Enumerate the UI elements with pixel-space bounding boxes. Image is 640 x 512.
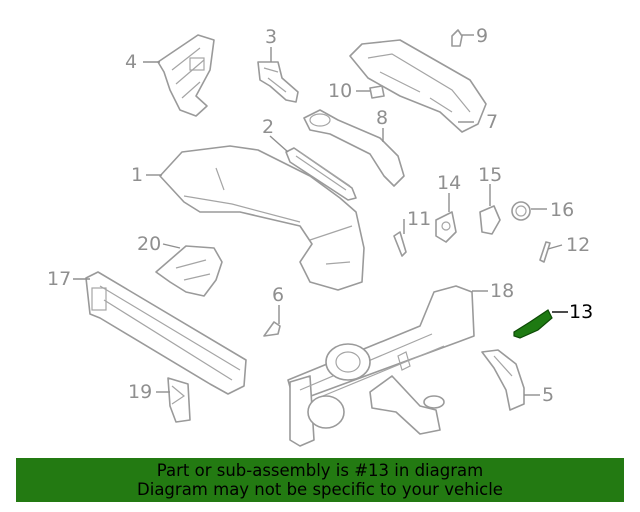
part-17: [85, 271, 247, 395]
part-19: [167, 377, 191, 423]
part-10: [369, 85, 385, 99]
label-6: 6: [272, 284, 284, 306]
part-6: [263, 321, 281, 337]
label-14: 14: [437, 172, 461, 194]
part-5: [481, 349, 525, 411]
label-4: 4: [125, 51, 137, 73]
label-20: 20: [137, 233, 161, 255]
leader-lines: [73, 34, 568, 396]
part-7: [349, 39, 487, 133]
banner-line-1: Part or sub-assembly is #13 in diagram: [156, 461, 484, 480]
label-7: 7: [486, 111, 498, 133]
label-5: 5: [542, 384, 554, 406]
label-16: 16: [550, 199, 574, 221]
part-16: [511, 201, 531, 221]
label-11: 11: [407, 208, 431, 230]
part-18: [287, 285, 475, 447]
part-3: [257, 61, 299, 103]
label-3: 3: [265, 26, 277, 48]
part-8: [303, 109, 405, 187]
label-15: 15: [478, 164, 502, 186]
part-15: [479, 205, 501, 235]
label-12: 12: [566, 234, 590, 256]
banner-line-2: Diagram may not be specific to your vehi…: [137, 480, 503, 499]
label-19: 19: [128, 381, 152, 403]
part-14: [435, 211, 457, 243]
part-11: [393, 231, 407, 257]
label-8: 8: [376, 107, 388, 129]
label-2: 2: [262, 116, 274, 138]
label-9: 9: [476, 25, 488, 47]
parts-diagram: 4 3 9 10 7 8 2 1 14 15 16 11 12 20 17 6 …: [47, 25, 593, 447]
label-10: 10: [328, 80, 352, 102]
label-17: 17: [47, 268, 71, 290]
part-2: [285, 147, 357, 201]
callout-labels: 4 3 9 10 7 8 2 1 14 15 16 11 12 20 17 6 …: [47, 25, 593, 406]
part-20: [155, 245, 223, 297]
info-banner: Part or sub-assembly is #13 in diagram D…: [16, 458, 624, 502]
label-18: 18: [490, 280, 514, 302]
part-1: [159, 145, 365, 291]
label-13: 13: [569, 301, 593, 323]
label-1: 1: [131, 164, 143, 186]
part-13: [513, 309, 553, 339]
part-12: [539, 241, 551, 263]
part-9: [451, 29, 463, 47]
part-4: [157, 34, 215, 117]
